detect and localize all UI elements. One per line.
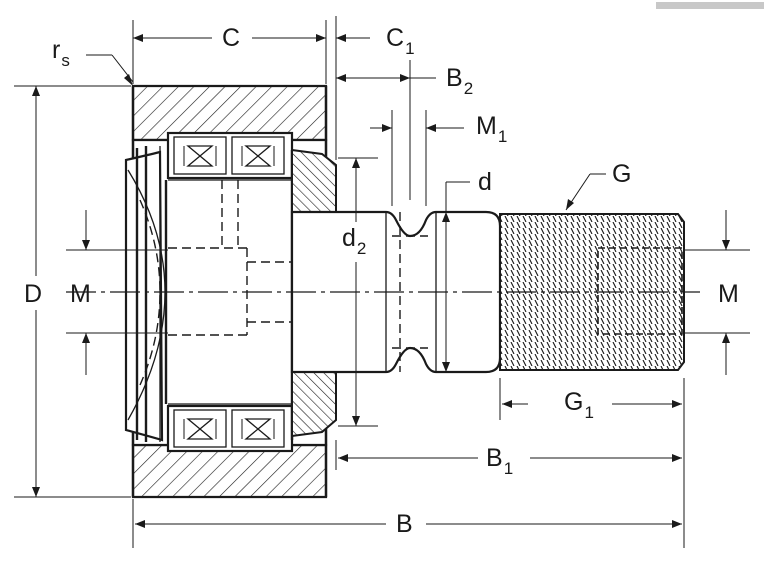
label-C1-main: C xyxy=(386,24,404,52)
label-rs-main: r xyxy=(52,36,60,64)
label-M-left: M xyxy=(70,280,91,308)
label-G: G xyxy=(612,160,631,188)
label-d2-main: d xyxy=(342,224,356,252)
needle-rollers-top xyxy=(166,131,294,180)
outer-ring xyxy=(131,84,328,499)
label-B2-sub: 2 xyxy=(464,79,473,98)
label-d2-sub: 2 xyxy=(357,239,366,258)
side-plate xyxy=(124,146,166,442)
label-G1-sub: 1 xyxy=(584,403,593,422)
label-C: C xyxy=(222,24,240,52)
label-rs-sub: s xyxy=(61,51,70,70)
label-G1-main: G xyxy=(564,388,583,416)
label-B: B xyxy=(396,510,413,538)
label-G1: G1 xyxy=(564,388,594,422)
label-D: D xyxy=(24,280,42,308)
label-C1: C1 xyxy=(386,24,415,58)
label-M1-sub: 1 xyxy=(498,127,507,146)
corner-bar xyxy=(656,2,764,9)
label-M1: M1 xyxy=(476,112,507,146)
label-d: d xyxy=(478,168,492,196)
thrust-washer xyxy=(291,148,337,438)
needle-rollers-bottom xyxy=(166,404,294,453)
label-B1-main: B xyxy=(486,444,503,472)
dimension-lines xyxy=(14,16,750,548)
label-B2: B2 xyxy=(446,64,473,98)
label-M-right: M xyxy=(718,280,739,308)
label-C1-sub: 1 xyxy=(405,39,414,58)
labels: C C1 rs B2 M1 d G d2 D M M G1 B1 B xyxy=(24,24,739,538)
label-B1-sub: 1 xyxy=(504,459,513,478)
label-M1-main: M xyxy=(476,112,497,140)
label-B1: B1 xyxy=(486,444,513,478)
label-B2-main: B xyxy=(446,64,463,92)
label-rs: rs xyxy=(52,36,70,70)
threaded-end xyxy=(499,213,685,371)
label-d2: d2 xyxy=(342,224,366,258)
